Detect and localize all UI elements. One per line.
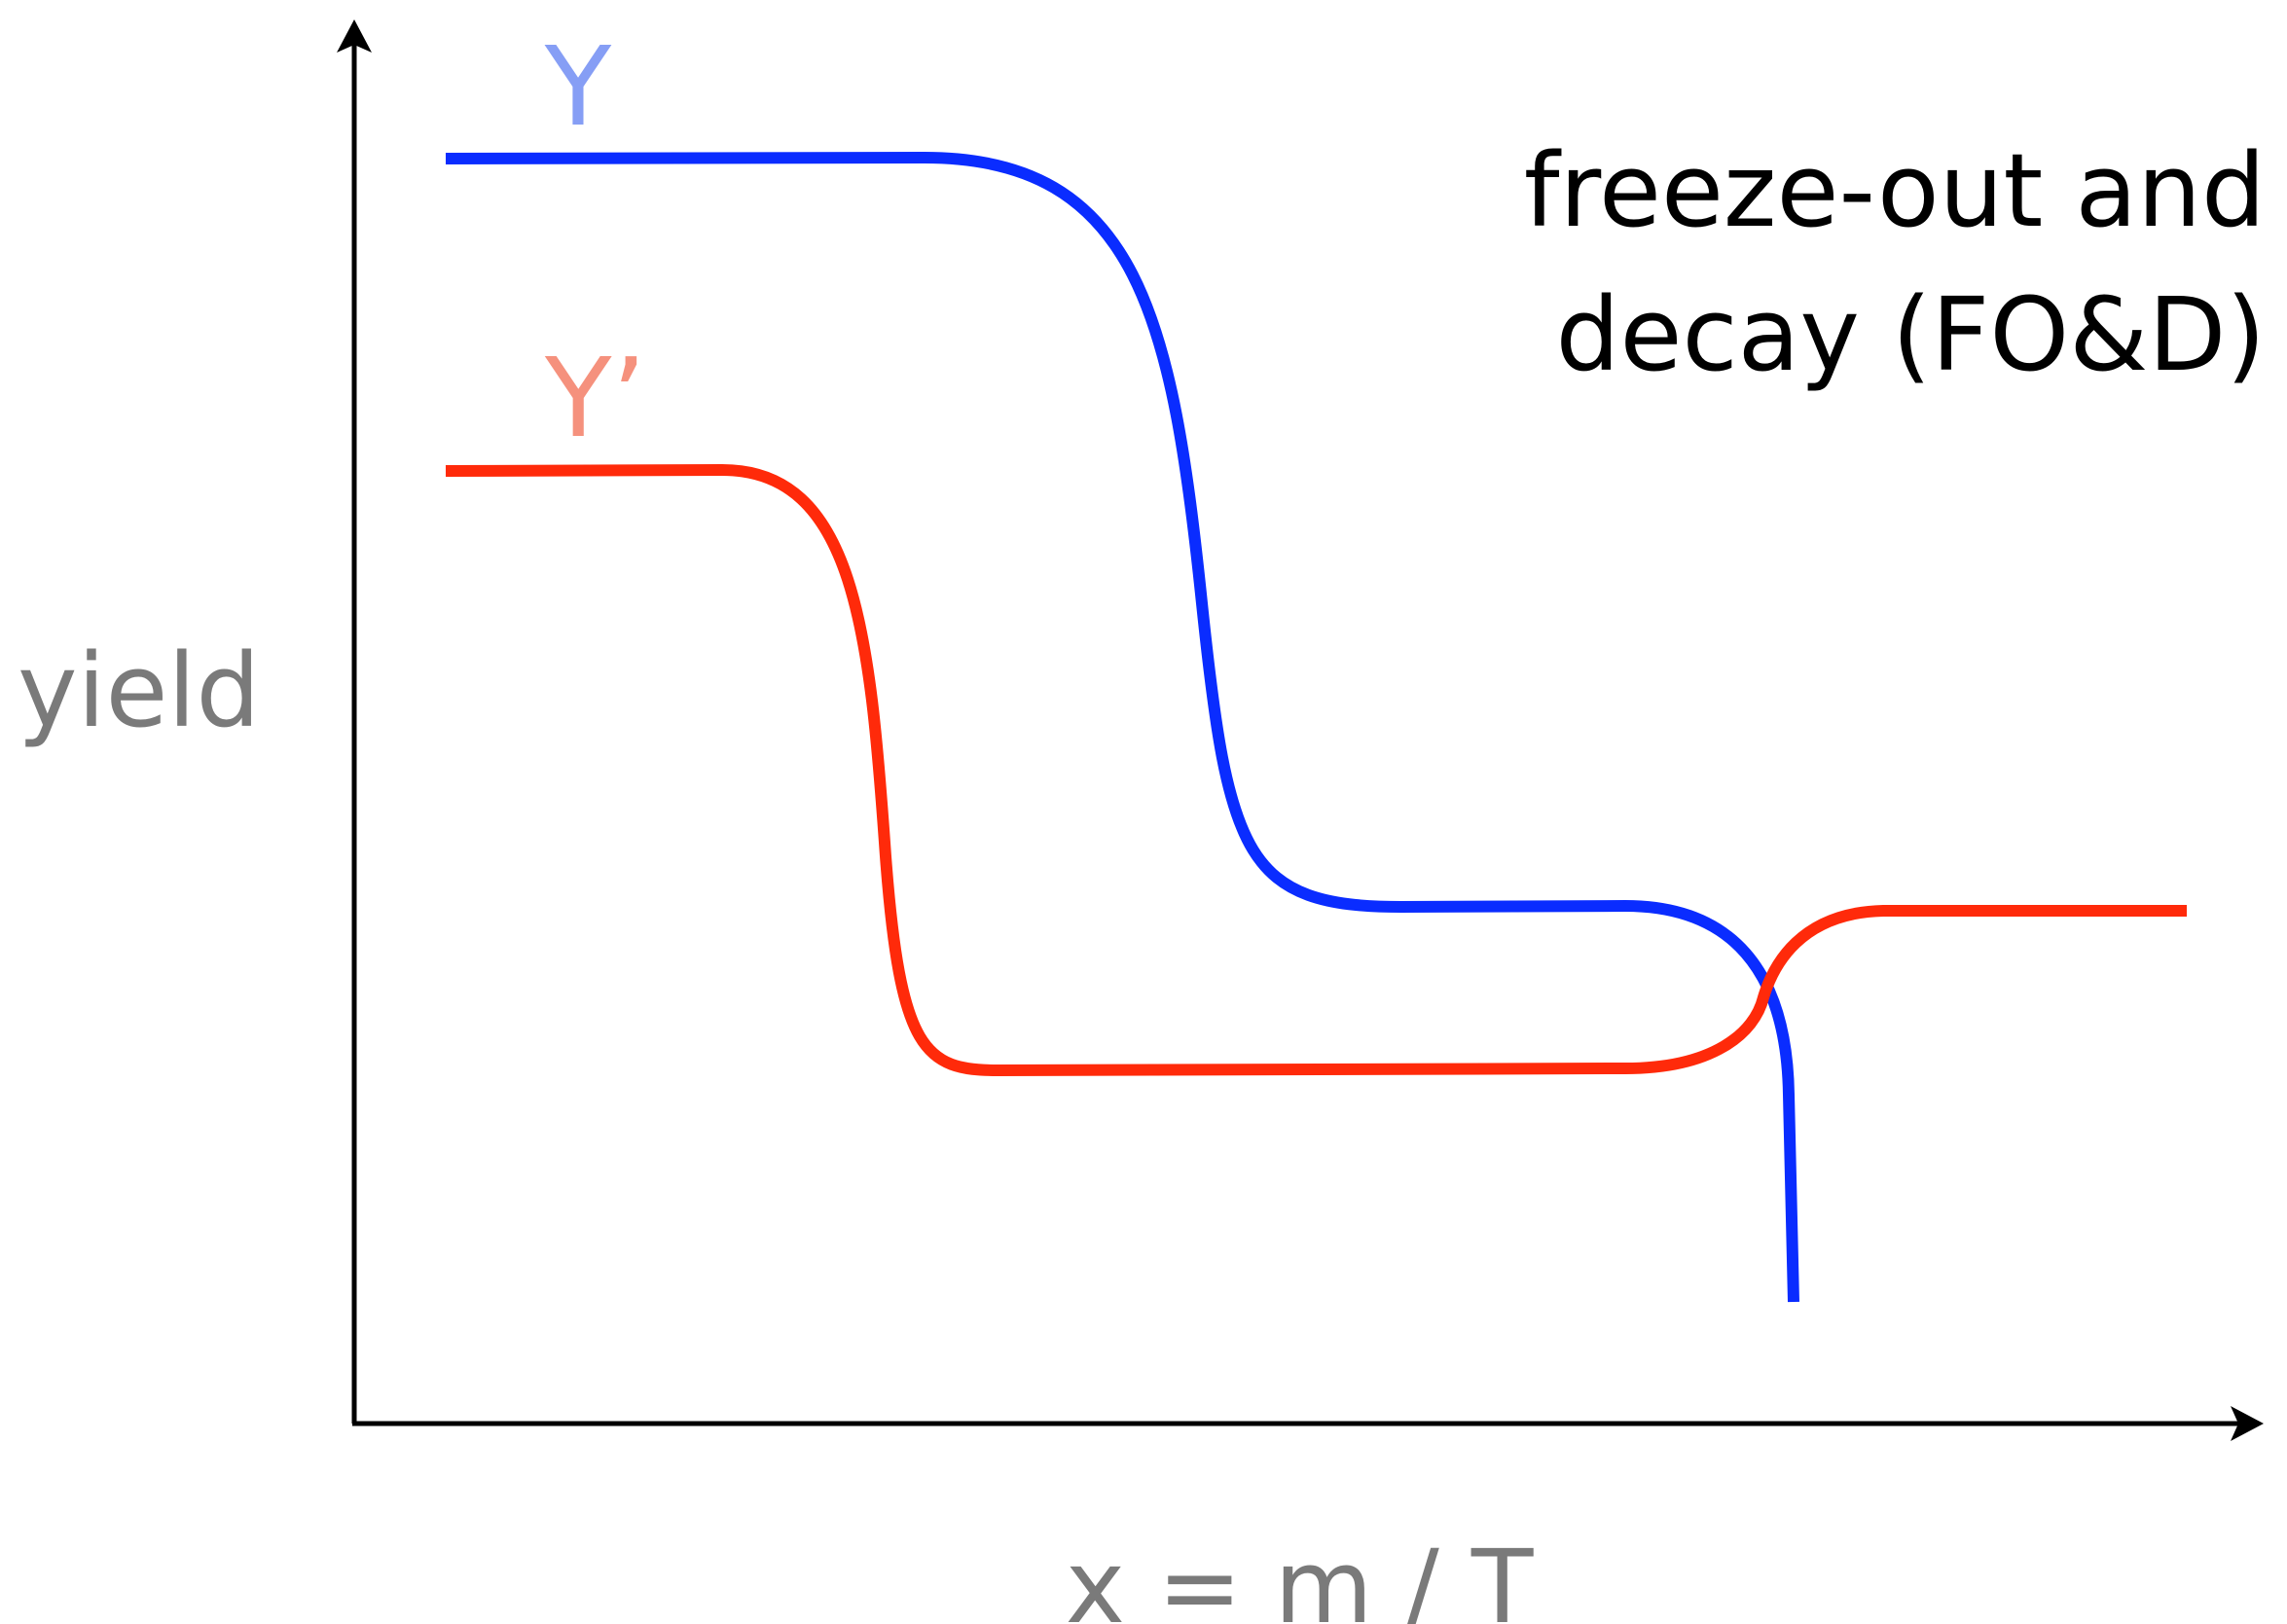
series-upsilon-curve [445,151,1799,1303]
y-axis-arrowhead [337,19,372,53]
axes [337,19,2264,1441]
y-axis-label: yield [18,632,260,750]
diagram-title-line-2: decay (FO&D) [1555,275,2266,394]
series-upsilon-label: Υ [544,24,612,151]
series-upsilon-prime-curve [445,463,2187,1077]
diagram-title-line-1: freeze-out and [1524,131,2266,250]
series-upsilon-prime-label: Υ’ [544,336,646,462]
x-axis-label: x = m / T [1066,1528,1534,1624]
x-axis-arrowhead [2231,1406,2264,1441]
